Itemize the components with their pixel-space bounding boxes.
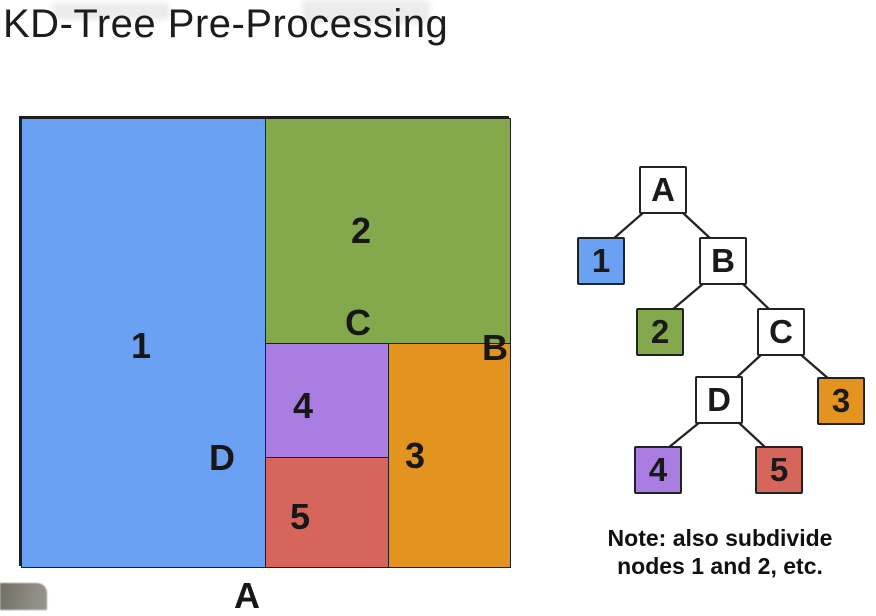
watermark-artifact: [302, 0, 430, 24]
region-5: [265, 457, 389, 568]
tree-node-a: A: [639, 166, 687, 214]
split-label-c: C: [345, 302, 371, 343]
region-1-label: 1: [130, 325, 152, 366]
note-line-2: nodes 1 and 2, etc.: [617, 553, 823, 579]
split-label-b: B: [482, 327, 508, 368]
kd-tree-diagram: A 1 B 2 C D 3 4 5 Note: also subdivide n…: [560, 150, 876, 610]
tree-node-c: C: [757, 308, 805, 356]
tree-leaf-5: 5: [755, 446, 803, 494]
region-4: [265, 343, 389, 458]
edge-B-2: [671, 282, 705, 311]
page-title: KD-Tree Pre-Processing: [3, 2, 449, 46]
tree-leaf-2: 2: [636, 308, 684, 356]
region-3: [388, 343, 511, 568]
region-5-label: 5: [289, 496, 311, 537]
tree-leaf-1: 1: [577, 237, 625, 285]
region-3-label: 3: [404, 435, 426, 476]
split-label-a: A: [234, 575, 260, 616]
note-text: Note: also subdivide nodes 1 and 2, etc.: [560, 524, 876, 580]
edge-C-3: [799, 353, 831, 381]
edge-A-B: [681, 211, 713, 241]
kd-partition-diagram: 1 2 4 5 3 C B D A: [19, 116, 511, 614]
edge-D-4: [667, 421, 701, 449]
tree-node-b: B: [699, 237, 747, 285]
split-label-d: D: [209, 437, 235, 478]
region-1: [21, 118, 266, 568]
edge-B-C: [741, 282, 771, 311]
watermark-artifact: [52, 3, 170, 20]
tree-node-d: D: [695, 376, 743, 424]
edge-D-5: [737, 421, 767, 449]
region-4-label: 4: [292, 385, 314, 426]
note-line-1: Note: also subdivide: [607, 525, 833, 551]
screen-corner-artifact: [0, 583, 47, 610]
tree-leaf-4: 4: [634, 446, 682, 494]
edge-A-1: [611, 211, 645, 241]
edge-C-D: [735, 353, 763, 379]
tree-leaf-3: 3: [817, 377, 865, 425]
region-2: [265, 118, 511, 344]
region-2-label: 2: [350, 210, 372, 251]
tree-edges: [611, 211, 831, 449]
